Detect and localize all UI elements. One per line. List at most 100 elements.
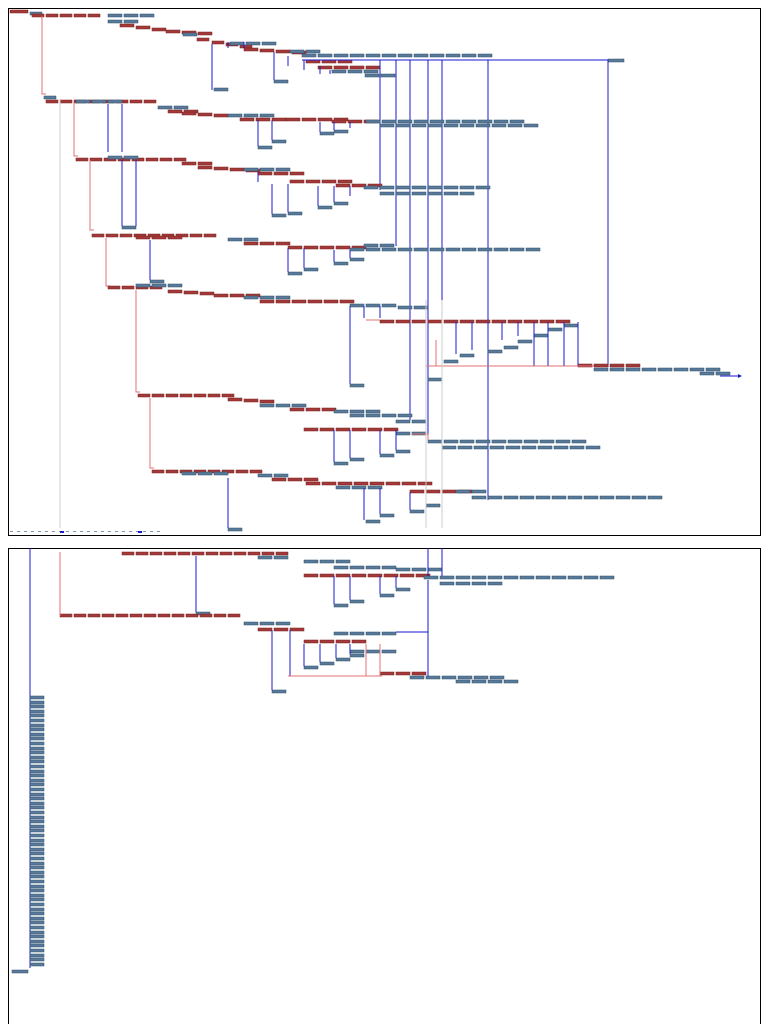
task-bar bbox=[427, 123, 443, 128]
task-bar bbox=[473, 445, 489, 450]
task-bar bbox=[487, 679, 503, 684]
task-bar bbox=[523, 123, 539, 128]
critical-task-bar bbox=[275, 551, 289, 556]
task-bar bbox=[29, 884, 45, 889]
critical-task-bar bbox=[221, 393, 235, 398]
task-bar bbox=[349, 649, 365, 654]
task-bar bbox=[273, 79, 289, 84]
critical-task-bar bbox=[87, 13, 101, 18]
task-bar bbox=[317, 53, 333, 58]
critical-task-bar bbox=[45, 13, 59, 18]
task-bar bbox=[459, 123, 475, 128]
critical-task-bar bbox=[135, 551, 149, 556]
task-bar bbox=[519, 575, 535, 580]
critical-task-bar bbox=[193, 393, 207, 398]
task-bar bbox=[349, 599, 365, 604]
task-bar bbox=[381, 565, 397, 570]
task-bar bbox=[411, 567, 427, 572]
task-bar bbox=[243, 295, 259, 300]
critical-task-bar bbox=[239, 117, 255, 122]
task-bar bbox=[381, 53, 397, 58]
task-bar bbox=[335, 559, 351, 564]
task-bar bbox=[461, 247, 477, 252]
critical-task-bar bbox=[115, 613, 129, 618]
task-bar bbox=[521, 445, 537, 450]
task-bar bbox=[533, 333, 549, 338]
task-bar bbox=[397, 413, 413, 418]
task-bar bbox=[107, 99, 123, 104]
critical-task-bar bbox=[289, 407, 305, 412]
task-bar bbox=[365, 631, 381, 636]
task-bar bbox=[135, 283, 151, 288]
task-bar bbox=[395, 449, 411, 454]
critical-task-bar bbox=[107, 285, 121, 290]
task-bar bbox=[547, 327, 563, 332]
task-bar bbox=[365, 649, 381, 654]
critical-task-bar bbox=[211, 40, 225, 45]
critical-task-bar bbox=[385, 481, 401, 486]
task-bar bbox=[29, 796, 45, 801]
critical-task-bar bbox=[87, 613, 101, 618]
critical-task-bar bbox=[305, 481, 321, 486]
critical-task-bar bbox=[289, 179, 305, 184]
critical-task-bar bbox=[321, 481, 337, 486]
task-bar bbox=[715, 371, 731, 376]
critical-task-bar bbox=[91, 233, 105, 238]
task-bar bbox=[641, 367, 657, 372]
task-bar bbox=[333, 409, 349, 414]
task-bar bbox=[409, 675, 425, 680]
critical-task-bar bbox=[399, 573, 415, 578]
task-bar bbox=[29, 805, 45, 810]
task-bar bbox=[395, 185, 411, 190]
task-bar bbox=[213, 87, 229, 92]
task-bar bbox=[381, 413, 397, 418]
task-bar bbox=[441, 445, 457, 450]
task-bar bbox=[657, 367, 673, 372]
task-bar bbox=[457, 445, 473, 450]
task-bar bbox=[593, 367, 609, 372]
task-bar bbox=[599, 575, 615, 580]
task-bar bbox=[411, 191, 427, 196]
task-bar bbox=[29, 778, 45, 783]
dependency-link-red bbox=[89, 160, 94, 231]
task-bar bbox=[29, 764, 45, 769]
task-bar bbox=[363, 185, 379, 190]
task-bar bbox=[157, 105, 173, 110]
task-bar bbox=[427, 439, 443, 444]
task-bar bbox=[29, 943, 45, 948]
task-bar bbox=[425, 503, 441, 508]
task-bar bbox=[427, 191, 443, 196]
task-bar bbox=[271, 139, 287, 144]
task-bar bbox=[29, 842, 45, 847]
critical-task-bar bbox=[167, 109, 183, 114]
critical-task-bar bbox=[167, 289, 183, 294]
critical-task-bar bbox=[151, 27, 167, 32]
task-bar bbox=[363, 243, 379, 248]
task-bar bbox=[631, 495, 647, 500]
task-bar bbox=[43, 95, 57, 100]
task-bar bbox=[123, 155, 139, 160]
critical-task-bar bbox=[395, 671, 411, 676]
page-break-mark bbox=[24, 531, 27, 532]
critical-task-bar bbox=[337, 179, 353, 184]
critical-task-bar bbox=[367, 427, 383, 432]
critical-task-bar bbox=[319, 427, 335, 432]
task-bar bbox=[705, 367, 721, 372]
task-bar bbox=[397, 305, 413, 310]
page-break-mark bbox=[73, 531, 76, 532]
task-bar bbox=[227, 237, 243, 242]
task-bar bbox=[349, 257, 365, 262]
task-bar bbox=[29, 962, 45, 967]
critical-task-bar bbox=[137, 393, 151, 398]
task-bar bbox=[487, 581, 503, 586]
page-break-mark bbox=[31, 531, 34, 532]
task-bar bbox=[213, 471, 229, 476]
task-bar bbox=[29, 810, 45, 815]
task-bar bbox=[471, 581, 487, 586]
task-bar bbox=[411, 123, 427, 128]
task-bar bbox=[29, 953, 45, 958]
task-bar bbox=[75, 99, 91, 104]
critical-task-bar bbox=[219, 551, 233, 556]
task-bar bbox=[243, 237, 259, 242]
